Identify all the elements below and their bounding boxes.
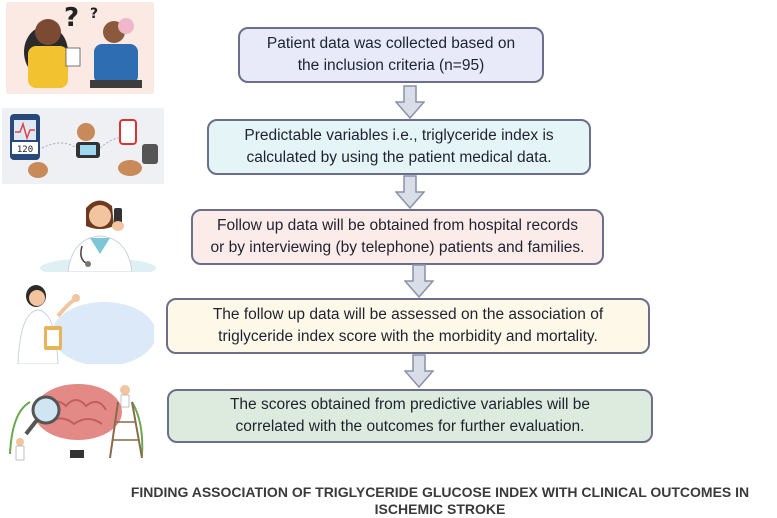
svg-text:?: ? <box>64 3 79 33</box>
device-reading-text: 120 <box>17 145 33 155</box>
step-4-text: The follow up data will be assessed on t… <box>212 306 604 345</box>
step-3-box: Follow up data will be obtained from hos… <box>191 209 604 265</box>
doctor-on-phone-illustration <box>28 192 158 272</box>
down-arrow-icon <box>404 264 434 298</box>
step-1-box: Patient data was collected based on the … <box>238 27 544 83</box>
step-3-text: Follow up data will be obtained from hos… <box>210 217 585 256</box>
down-arrow-icon <box>395 85 425 119</box>
patient-consultation-illustration: ? ? <box>6 2 154 94</box>
doctor-with-clipboard-illustration <box>4 282 154 364</box>
medical-devices-illustration: 120 <box>2 108 164 184</box>
figure-caption: FINDING ASSOCIATION OF TRIGLYCERIDE GLUC… <box>130 484 750 517</box>
step-2-box: Predictable variables i.e., triglyceride… <box>207 119 591 175</box>
step-2-text: Predictable variables i.e., triglyceride… <box>244 127 554 166</box>
step-4-box: The follow up data will be assessed on t… <box>166 298 650 354</box>
down-arrow-icon <box>404 354 434 388</box>
brain-research-illustration <box>2 372 154 464</box>
step-5-text: The scores obtained from predictive vari… <box>229 396 591 435</box>
step-5-box: The scores obtained from predictive vari… <box>167 389 653 443</box>
down-arrow-icon <box>395 175 425 209</box>
step-1-text: Patient data was collected based on the … <box>266 35 516 74</box>
svg-text:?: ? <box>90 6 98 22</box>
